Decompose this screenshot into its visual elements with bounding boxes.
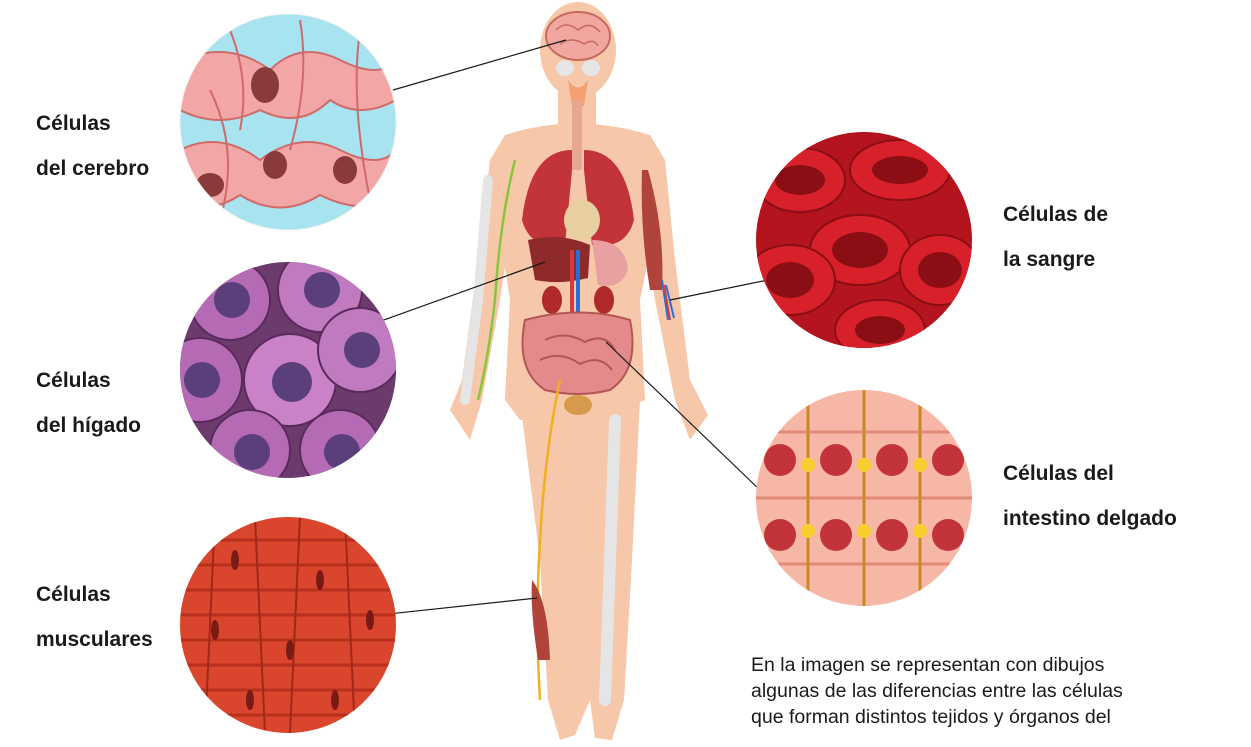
label-muscle-cells: Células musculares <box>36 572 153 662</box>
label-brain-cells: Células del cerebro <box>36 101 149 191</box>
connector-blood <box>670 280 768 300</box>
human-body-illustration <box>450 2 708 740</box>
caption-line1: En la imagen se representan con dibujos <box>751 652 1251 678</box>
label-blood-line2: la sangre <box>1003 237 1108 282</box>
label-liver-line2: del hígado <box>36 403 141 448</box>
label-blood-cells: Células de la sangre <box>1003 192 1108 282</box>
label-liver-cells: Células del hígado <box>36 358 141 448</box>
label-blood-line1: Células de <box>1003 192 1108 237</box>
label-intestine-line1: Células del <box>1003 451 1177 496</box>
liver-cells-circle <box>158 248 402 490</box>
muscle-cells-circle <box>180 517 396 733</box>
label-liver-line1: Células <box>36 358 141 403</box>
label-brain-line2: del cerebro <box>36 146 149 191</box>
brain-cells-circle <box>180 14 396 230</box>
label-intestine-cells: Células del intestino delgado <box>1003 451 1177 541</box>
caption-line3: que forman distintos tejidos y órganos d… <box>751 704 1251 730</box>
blood-cells-circle <box>745 132 980 360</box>
intestine-cells-circle <box>756 390 972 606</box>
connector-brain <box>393 40 566 90</box>
label-muscle-line2: musculares <box>36 617 153 662</box>
label-brain-line1: Células <box>36 101 149 146</box>
caption-line2: algunas de las diferencias entre las cél… <box>751 678 1251 704</box>
caption-text: En la imagen se representan con dibujos … <box>751 652 1251 730</box>
label-intestine-line2: intestino delgado <box>1003 496 1177 541</box>
label-muscle-line1: Células <box>36 572 153 617</box>
